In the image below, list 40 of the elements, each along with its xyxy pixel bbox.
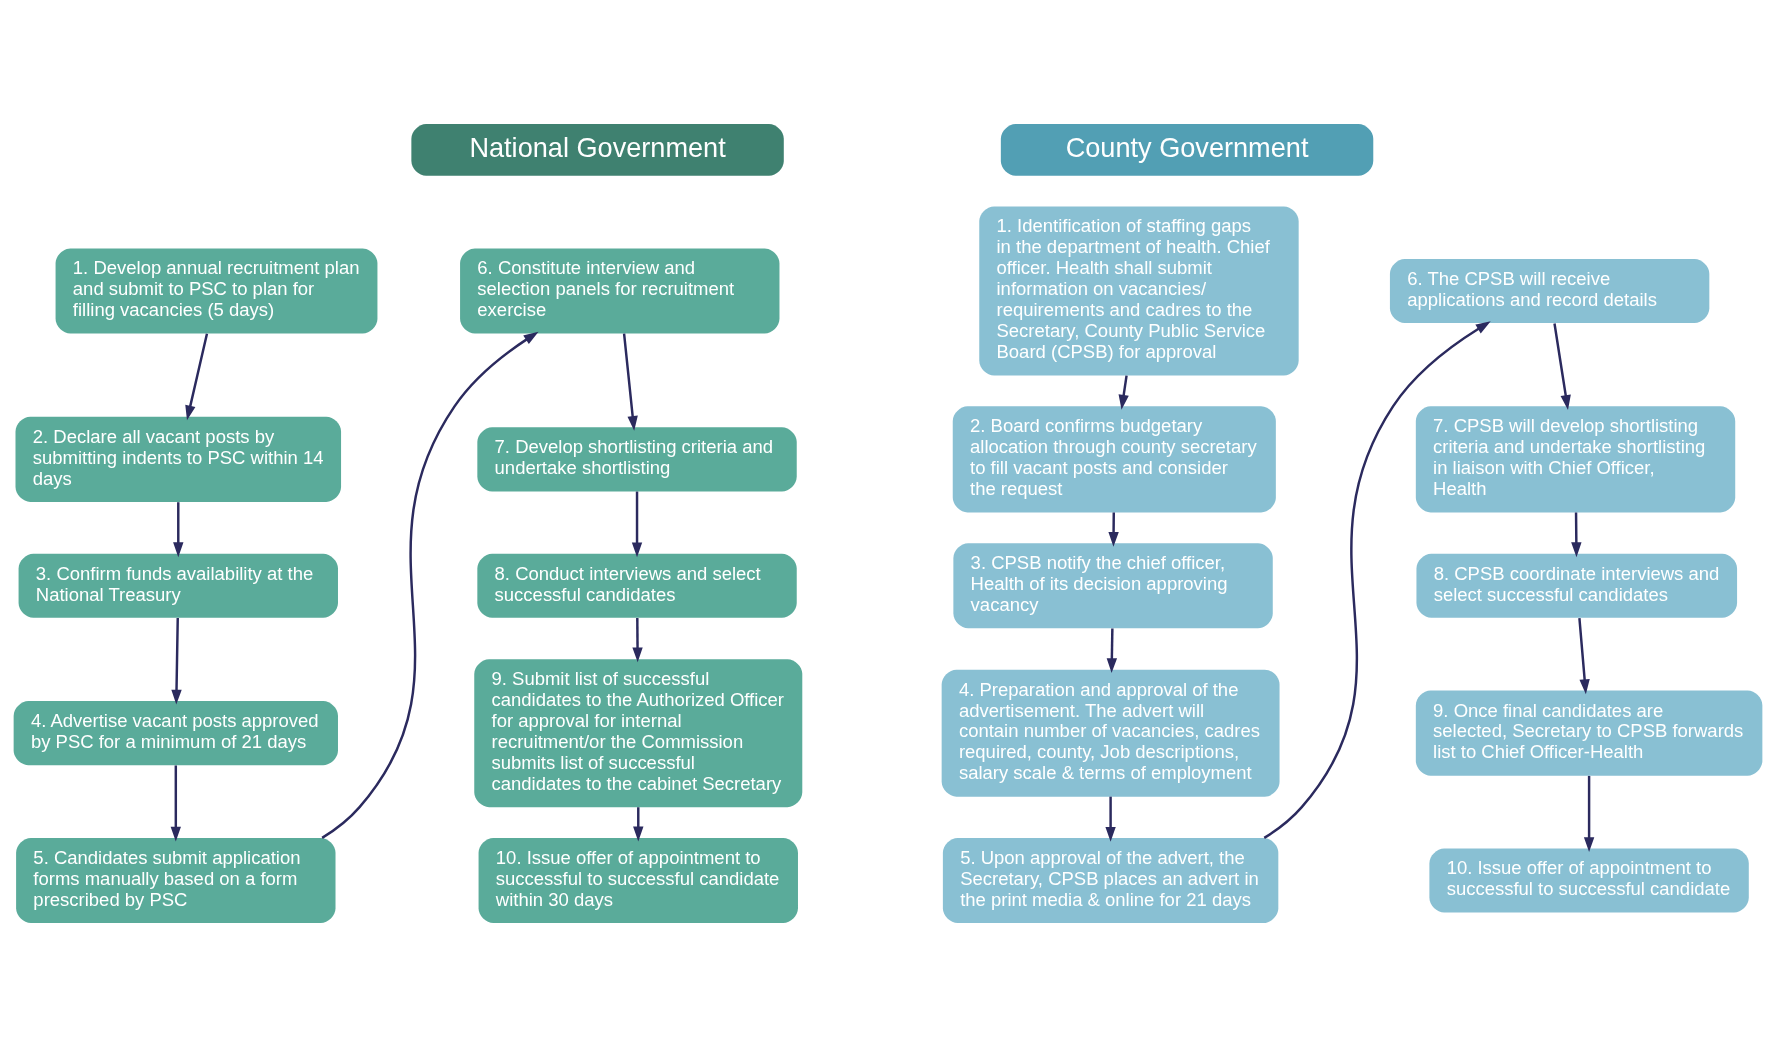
node-box: 4. Advertise vacant posts approved by PSC for a minimum of 21 days: [13, 700, 338, 765]
node-box: 6. The CPSB will receive applications and record details: [1389, 258, 1710, 323]
arrow: [1571, 511, 1582, 557]
node-box: 7. Develop shortlisting criteria and undertake shortlisting: [477, 426, 797, 491]
node-box: 10. Issue offer of appointment to successful to successful candidate within 30 days: [478, 837, 798, 923]
arrow: [1263, 320, 1491, 839]
arrow: [1583, 775, 1595, 852]
node-box: 1. Identification of staffing gaps in the department of health. Chief officer. Health shall submit information on vacancies/ requirements and cadres to the Secretary, County Public Service Board (CPSB) for approval: [979, 206, 1299, 375]
arrow: [633, 806, 644, 841]
arrow: [622, 333, 638, 431]
arrow: [632, 617, 643, 662]
arrow: [1106, 628, 1118, 673]
node-box: 3. Confirm funds availability at the National Treasury: [18, 553, 338, 618]
arrow: [1118, 375, 1129, 410]
arrow: [1553, 322, 1571, 410]
arrow: [171, 617, 182, 705]
arrow: [173, 501, 184, 557]
arrow: [170, 764, 181, 842]
node-box: 2. Board confirms budgetary allocation through county secretary to fill vacant posts and consider the request: [952, 405, 1276, 512]
arrow: [185, 332, 209, 420]
node-box: 10. Issue offer of appointment to successful to successful candidate: [1429, 847, 1749, 913]
node-box: 5. Candidates submit application forms manually based on a form prescribed by PSC: [16, 837, 336, 923]
node-box: 1. Develop annual recruitment plan and submit to PSC to plan for filling vacancies (5 days): [55, 248, 378, 334]
arrow: [631, 491, 643, 557]
node-box: 6. Constitute interview and selection panels for recruitment exercise: [460, 248, 780, 334]
node-box: 5. Upon approval of the advert, the Secretary, CPSB places an advert in the print media & online for 21 days: [942, 837, 1279, 923]
arrow: [1108, 511, 1119, 547]
node-box: 8. CPSB coordinate interviews and select successful candidates: [1416, 553, 1738, 618]
node-box: 7. CPSB will develop shortlisting criteria and undertake shortlisting in liaison with Chief Officer, Health: [1415, 405, 1736, 512]
node-box: 4. Preparation and approval of the advertisement. The advert will contain number of vacancies, cadres required, county, Job descriptions, salary scale & terms of employment: [941, 669, 1280, 797]
node-box: County Government: [1000, 123, 1374, 176]
arrow: [321, 331, 539, 839]
node-box: 9. Submit list of successful candidates to the Authorized Officer for approval for internal recruitment/or the Commission submits list of successful candidates to the cabinet Secretary: [474, 658, 803, 807]
node-box: 2. Declare all vacant posts by submitting indents to PSC within 14 days: [15, 416, 342, 502]
node-box: 8. Conduct interviews and select successful candidates: [477, 553, 797, 618]
node-box: National Government: [411, 123, 784, 176]
node-box: 3. CPSB notify the chief officer, Health of its decision approving vacancy: [953, 542, 1273, 628]
arrow: [1578, 617, 1590, 694]
node-box: 9. Once final candidates are selected, Secretary to CPSB forwards list to Chief Officer-Health: [1415, 690, 1763, 776]
arrow: [1105, 796, 1116, 842]
